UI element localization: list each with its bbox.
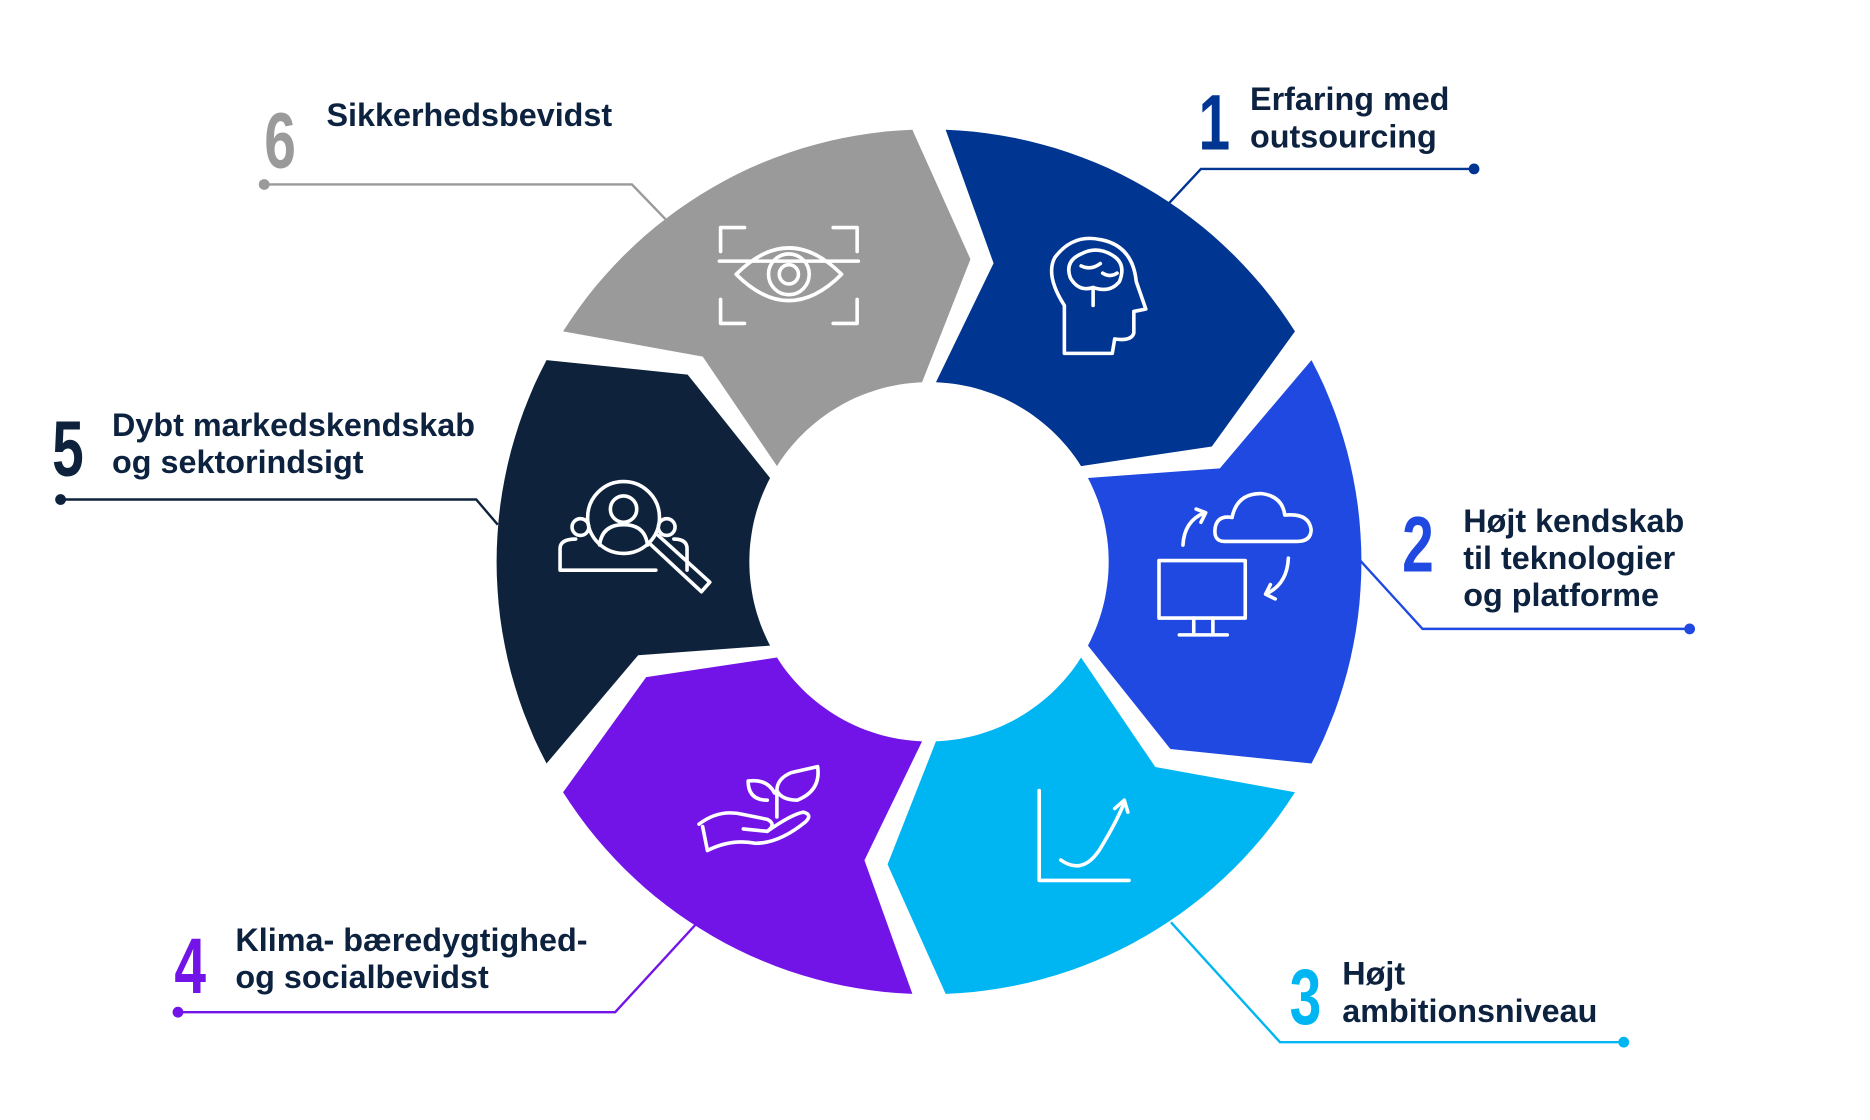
leader-line-3 <box>1170 921 1624 1044</box>
people-magnifier-icon <box>558 479 712 594</box>
ring-segment-1 <box>935 129 1295 467</box>
leader-dot-6 <box>258 179 270 190</box>
step-number-4: 4 <box>174 922 206 1010</box>
leader-line-1 <box>1167 167 1475 205</box>
hand-plant-icon <box>697 764 820 853</box>
step-number-2: 2 <box>1402 500 1434 588</box>
step-number-3: 3 <box>1290 953 1322 1041</box>
ring-segment-4 <box>563 657 923 994</box>
growth-chart-icon <box>1037 788 1131 883</box>
leader-dot-4 <box>172 1006 184 1018</box>
brain-head-icon <box>1049 236 1148 356</box>
step-number-1: 1 <box>1199 79 1231 167</box>
step-label-4: Klima- bæredygtighed-og socialbevidst <box>235 922 587 995</box>
step-number-5: 5 <box>52 404 84 492</box>
leader-dot-3 <box>1618 1036 1630 1048</box>
leader-line-5 <box>60 498 499 526</box>
ring-segment-5 <box>496 360 771 764</box>
leader-line-2 <box>1359 559 1690 631</box>
leader-dot-1 <box>1468 163 1480 175</box>
step-number-6: 6 <box>264 97 296 185</box>
ring-segment-3 <box>887 657 1295 994</box>
leader-line-6 <box>264 183 667 221</box>
leader-lines <box>55 163 1696 1048</box>
eye-scan-icon <box>717 225 861 326</box>
leader-line-4 <box>177 923 697 1014</box>
cloud-monitor-sync-icon <box>1157 491 1313 637</box>
leader-dot-2 <box>1684 623 1696 635</box>
leader-dot-5 <box>55 494 66 505</box>
step-label-6: Sikkerhedsbevidst <box>326 97 612 133</box>
